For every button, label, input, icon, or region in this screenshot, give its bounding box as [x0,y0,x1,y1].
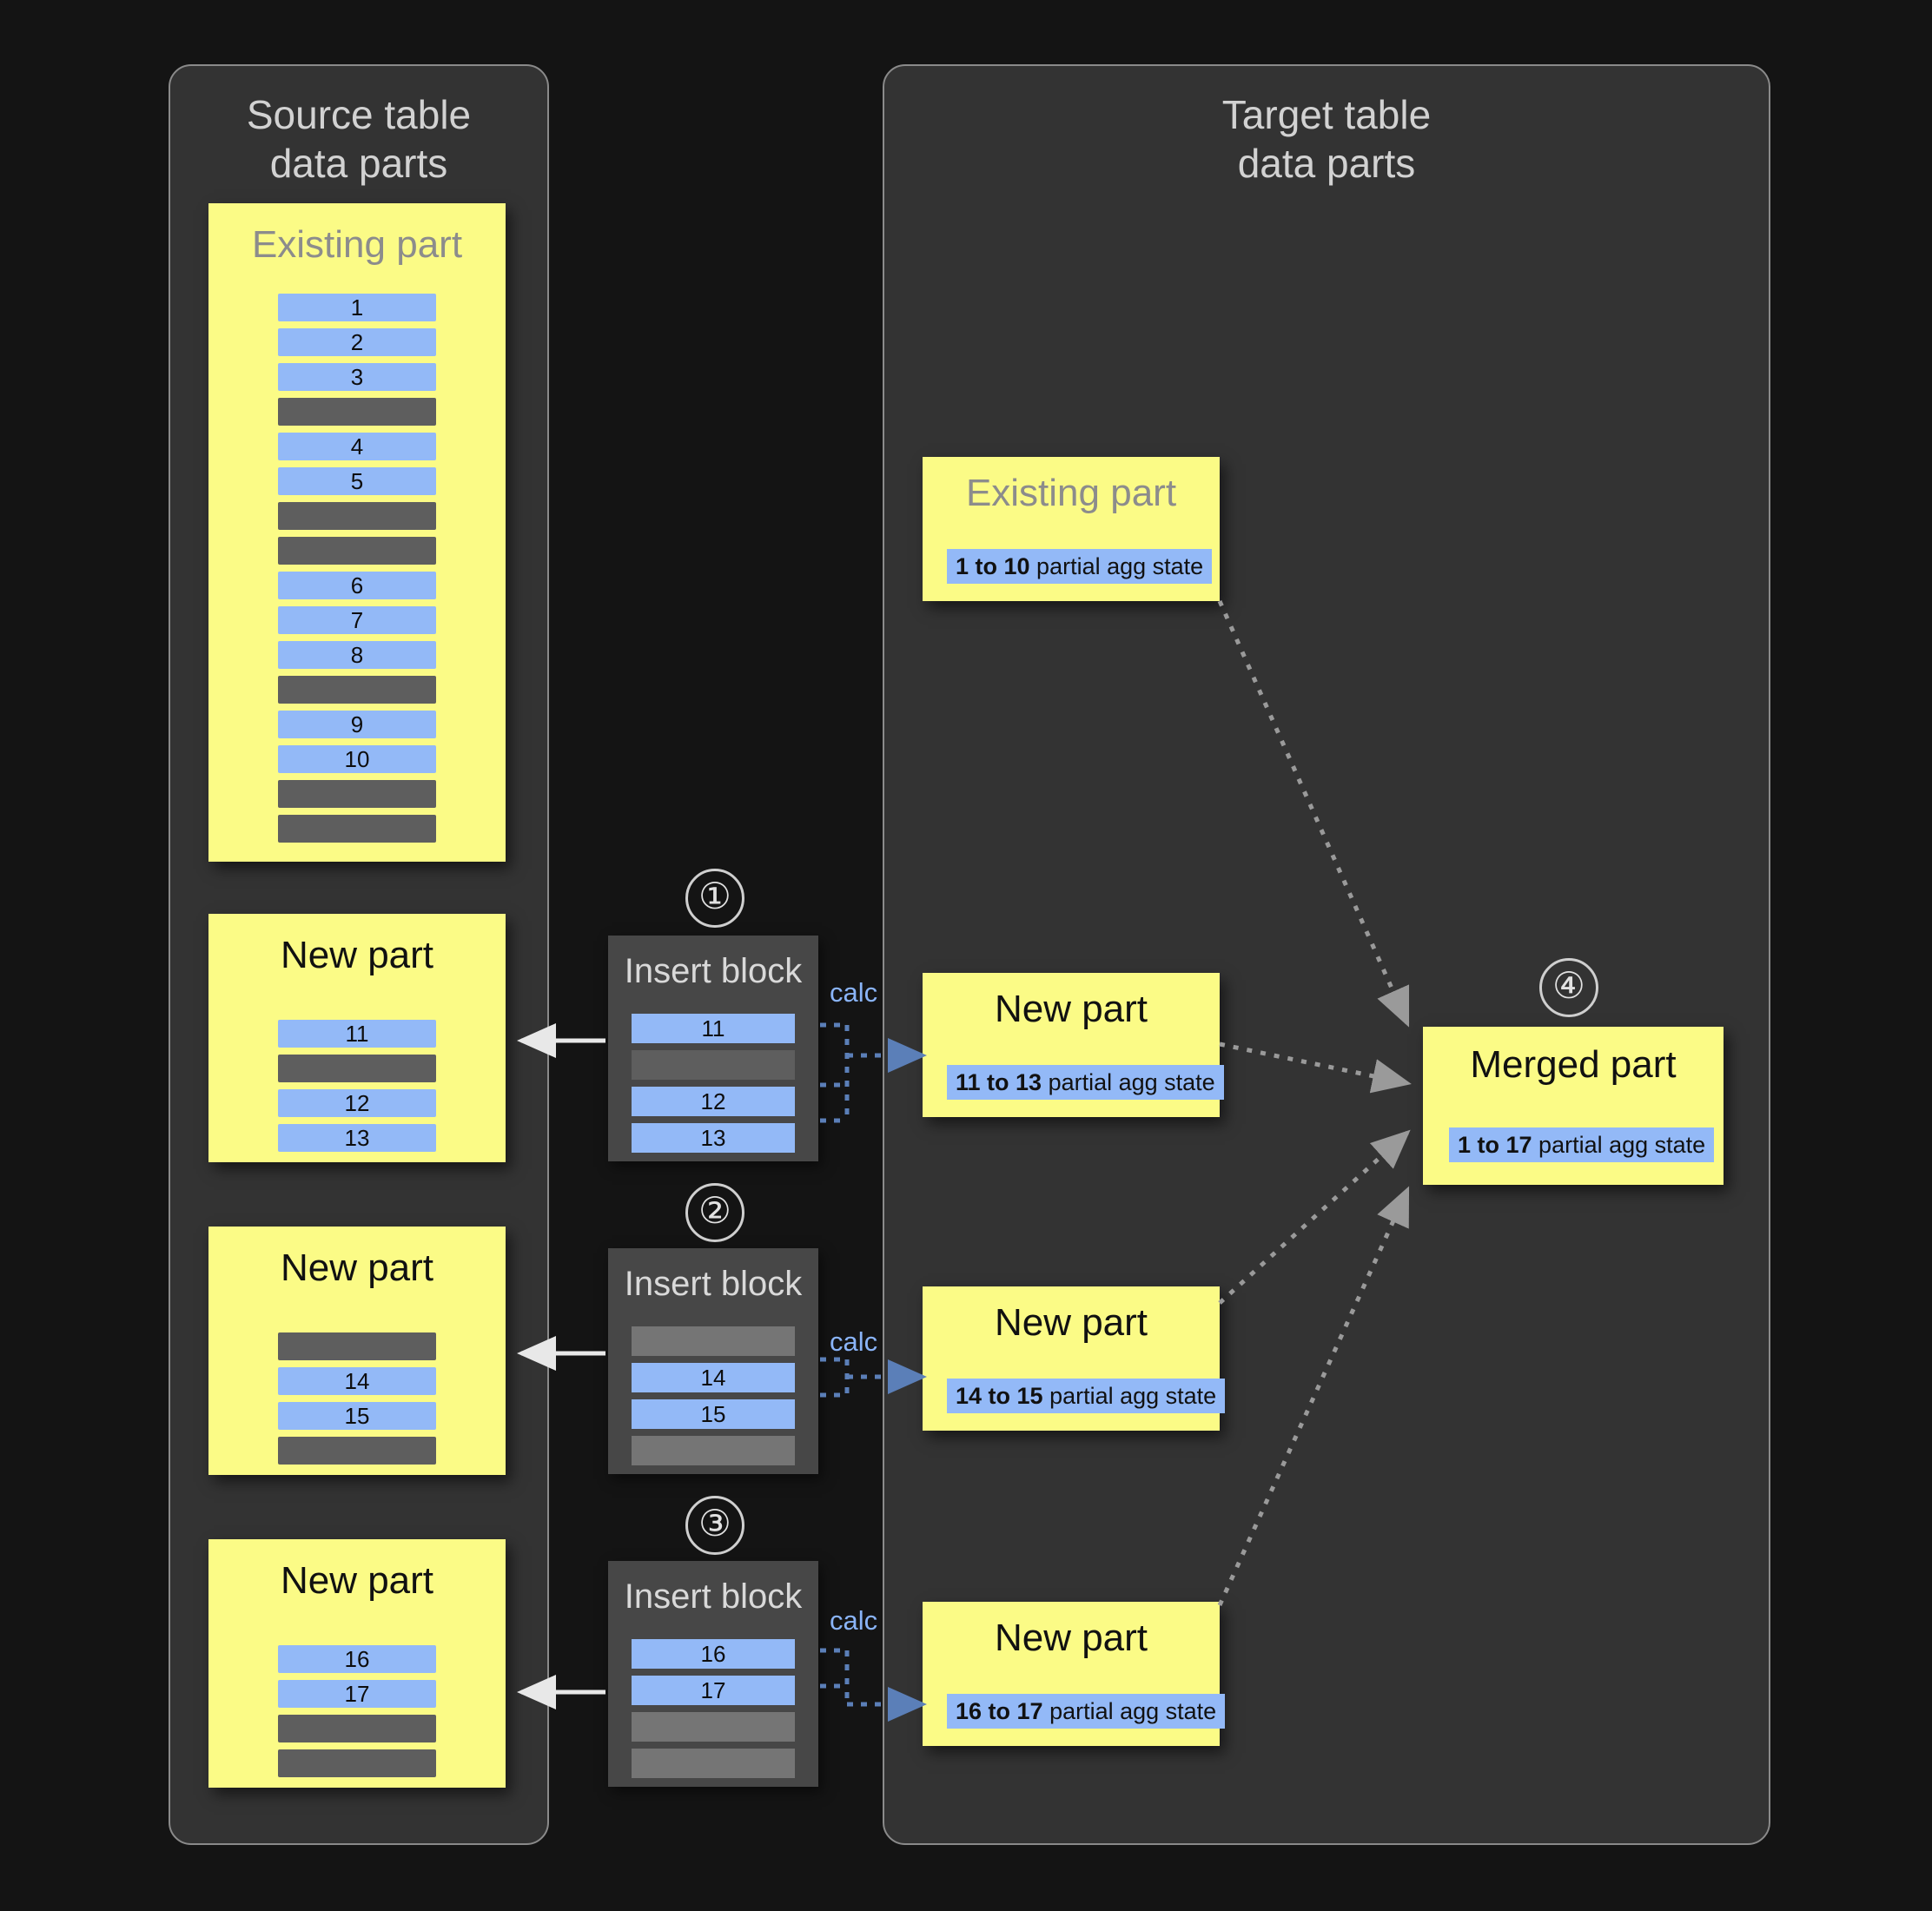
insert-block-3: Insert block 16 17 [608,1561,818,1787]
agg-state-text: partial agg state [1532,1132,1706,1158]
calc-label-3: calc [830,1605,878,1636]
row: 17 [278,1680,436,1708]
target-existing-part-agg-state: 1 to 10 partial agg state [947,549,1213,584]
row: 4 [278,433,436,460]
agg-range: 1 to 10 [956,553,1030,579]
calc-label-1: calc [830,977,878,1008]
target-new-part-1: New part 11 to 13 partial agg state [923,973,1224,1117]
row: 14 [278,1367,436,1395]
source-new-part-3-rows: 16 17 [208,1645,506,1784]
target-new-part-2: New part 14 to 15 partial agg state [923,1286,1226,1431]
insert-block-1-rows: 11 12 13 [608,1014,818,1160]
agg-state-text: partial agg state [1042,1698,1217,1724]
agg-range: 11 to 13 [956,1069,1042,1095]
agg-range: 16 to 17 [956,1698,1043,1724]
target-new-part-1-agg-state: 11 to 13 partial agg state [947,1065,1224,1100]
source-new-part-3: New part 16 17 [208,1539,506,1788]
source-new-part-2-rows: 14 15 [208,1332,506,1471]
insert-block-1-title: Insert block [624,952,803,990]
target-new-part-1-title: New part [994,988,1148,1030]
row [632,1749,795,1778]
target-table-title: Target table data parts [1221,92,1432,186]
insert-block-2-rows: 14 15 [608,1326,818,1472]
source-existing-part: Existing part 1 2 3 4 5 6 7 8 9 10 [208,203,506,862]
row: 17 [632,1676,795,1705]
source-new-part-1-rows: 11 12 13 [208,1020,506,1159]
target-new-part-2-title: New part [994,1301,1148,1344]
merged-part-title: Merged part [1470,1043,1677,1086]
target-new-part-3-title: New part [994,1617,1148,1659]
row [278,1715,436,1742]
source-existing-part-title: Existing part [251,223,463,266]
row: 7 [278,606,436,634]
row: 3 [278,363,436,391]
row: 12 [278,1089,436,1117]
row [278,676,436,704]
row: 1 [278,294,436,321]
row [278,502,436,530]
row [278,1055,436,1082]
step-badge-4: ④ [1539,958,1598,1017]
target-existing-part: Existing part 1 to 10 partial agg state [923,457,1220,601]
row: 15 [278,1402,436,1430]
insert-block-1: Insert block 11 12 13 [608,936,818,1161]
row: 14 [632,1363,795,1392]
row: 10 [278,745,436,773]
row [278,1749,436,1777]
row: 11 [278,1020,436,1048]
source-new-part-2-title: New part [280,1246,434,1289]
agg-range: 14 to 15 [956,1383,1043,1409]
target-existing-part-title: Existing part [965,472,1177,514]
row: 16 [278,1645,436,1673]
merged-part: Merged part 1 to 17 partial agg state [1423,1027,1724,1185]
source-new-part-1-title: New part [280,934,434,976]
row: 12 [632,1087,795,1116]
row [632,1436,795,1465]
target-table-panel: Target table data parts [883,64,1770,1845]
source-new-part-3-title: New part [280,1559,434,1602]
row: 6 [278,572,436,599]
row: 13 [278,1124,436,1152]
row: 5 [278,467,436,495]
target-new-part-3-agg-state: 16 to 17 partial agg state [947,1694,1226,1729]
row [278,780,436,808]
agg-state-text: partial agg state [1042,1383,1217,1409]
insert-block-2: Insert block 14 15 [608,1248,818,1474]
row: 8 [278,641,436,669]
row [278,1332,436,1360]
row: 13 [632,1123,795,1153]
step-badge-3: ③ [685,1496,744,1555]
step-badge-2: ② [685,1183,744,1242]
target-new-part-3: New part 16 to 17 partial agg state [923,1602,1226,1746]
row [632,1326,795,1356]
source-new-part-2: New part 14 15 [208,1227,506,1475]
row [632,1050,795,1080]
insert-block-2-title: Insert block [624,1265,803,1303]
source-table-title: Source table data parts [246,92,472,186]
source-new-part-1: New part 11 12 13 [208,914,506,1162]
row [632,1712,795,1742]
target-new-part-2-agg-state: 14 to 15 partial agg state [947,1379,1226,1413]
step-badge-1: ① [685,869,744,928]
agg-state-text: partial agg state [1029,553,1204,579]
merged-part-agg-state: 1 to 17 partial agg state [1449,1127,1715,1162]
row: 2 [278,328,436,356]
source-existing-part-rows: 1 2 3 4 5 6 7 8 9 10 [208,294,506,850]
insert-block-3-title: Insert block [624,1577,803,1616]
row: 16 [632,1639,795,1669]
row [278,1437,436,1465]
row [278,815,436,843]
insert-block-3-rows: 16 17 [608,1639,818,1785]
agg-state-text: partial agg state [1042,1069,1215,1095]
row [278,398,436,426]
row: 9 [278,711,436,738]
row: 11 [632,1014,795,1043]
row: 15 [632,1399,795,1429]
calc-label-2: calc [830,1326,878,1357]
row [278,537,436,565]
agg-range: 1 to 17 [1458,1132,1532,1158]
